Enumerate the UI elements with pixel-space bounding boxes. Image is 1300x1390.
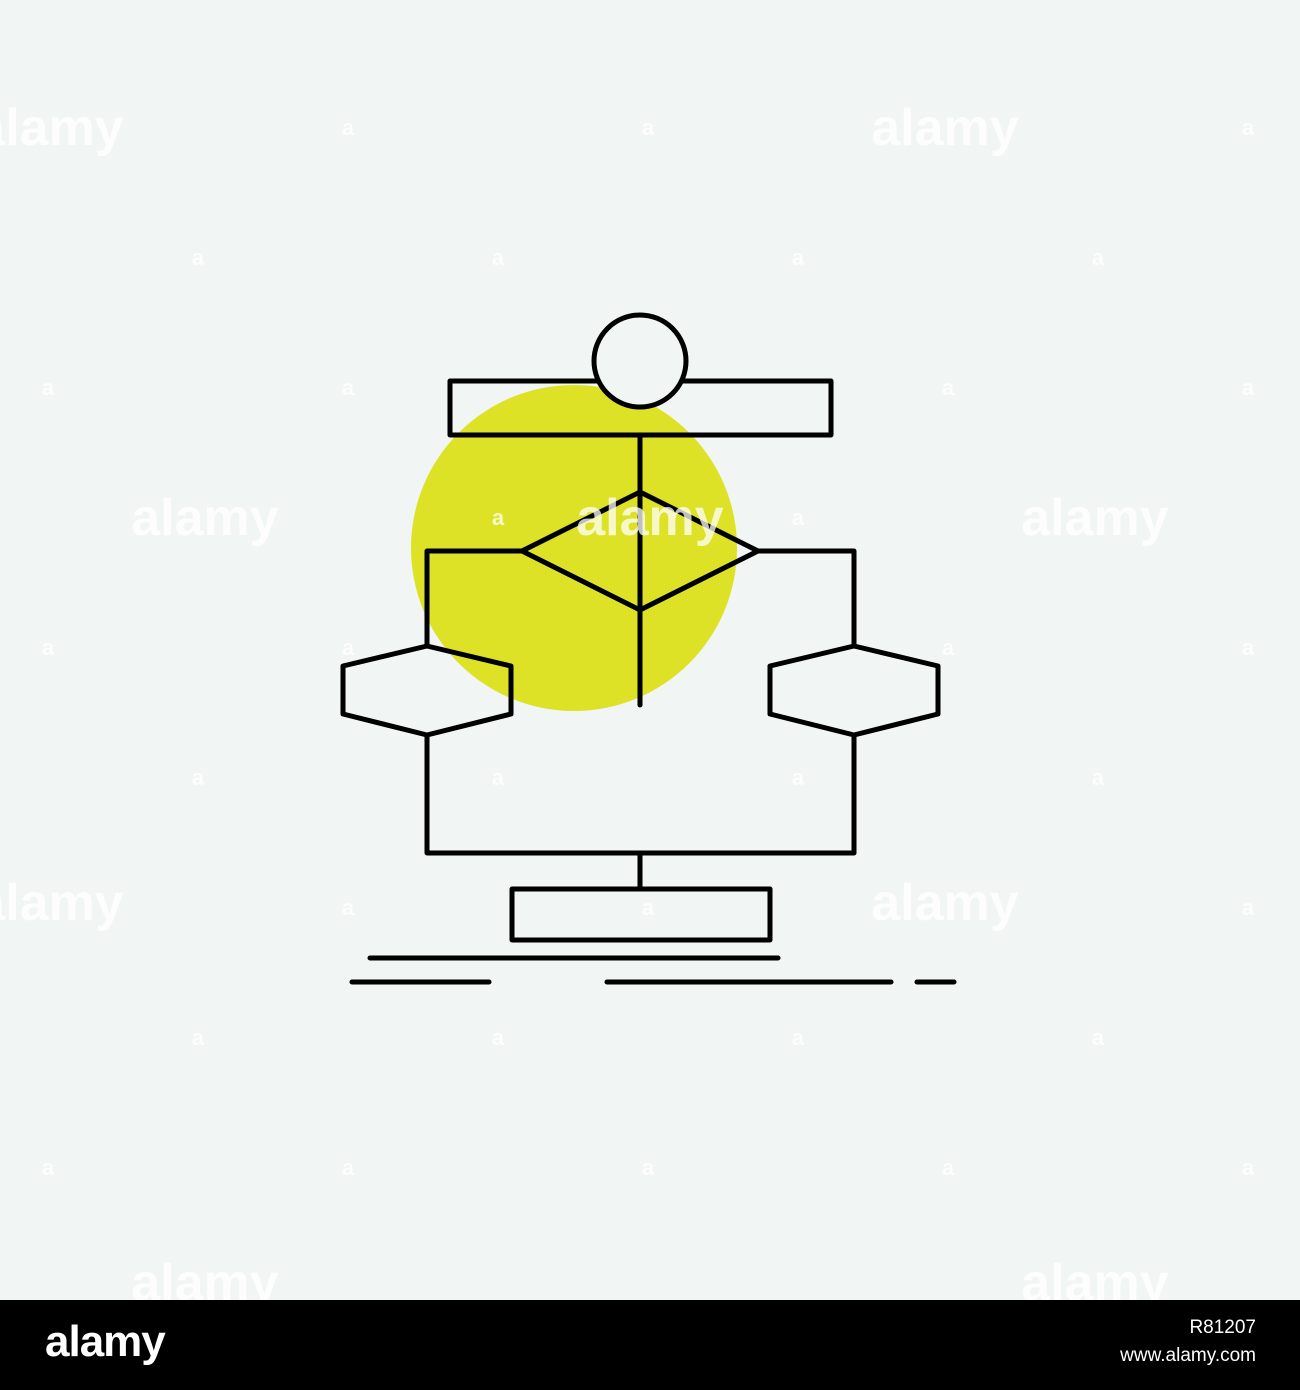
site-url: www.alamy.com — [1120, 1345, 1256, 1366]
left-hexagon — [340, 643, 514, 738]
watermark-text: alamy — [0, 99, 124, 157]
watermark-text: alamy — [871, 99, 1019, 157]
watermark-mark: a — [1242, 115, 1255, 140]
watermark-mark: a — [342, 1155, 355, 1180]
watermark-mark: a — [942, 635, 955, 660]
right-branch-connector — [755, 548, 857, 649]
image-id: R81207 — [1189, 1317, 1256, 1338]
footer-meta: R81207 www.alamy.com — [1120, 1314, 1256, 1370]
algorithm-flowchart-icon — [340, 312, 957, 985]
watermark-text: alamy — [576, 489, 724, 547]
watermark-mark: a — [492, 1025, 505, 1050]
watermark-text: alamy — [131, 1254, 279, 1300]
watermark-text: alamy — [131, 489, 279, 547]
watermark-text: alamy — [871, 874, 1019, 932]
flowchart-illustration: alamy alamy alamy alamy alamy alamy alamy alamy… — [0, 99, 1255, 1300]
end-process-box — [509, 886, 773, 943]
watermark-mark: a — [1242, 635, 1255, 660]
watermark-text: alamy — [1021, 489, 1169, 547]
watermark-layer: alamy alamy alamy alamy alamy alamy alamy alamy… — [0, 99, 1255, 1300]
right-hexagon — [767, 643, 941, 738]
watermark-mark: a — [1092, 1025, 1105, 1050]
watermark-mark: a — [1242, 895, 1255, 920]
watermark-mark: a — [492, 765, 505, 790]
watermark-mark: a — [192, 245, 205, 270]
watermark-mark: a — [792, 1025, 805, 1050]
watermark-mark: a — [192, 765, 205, 790]
watermark-mark: a — [1092, 245, 1105, 270]
start-circle — [591, 312, 689, 410]
watermark-mark: a — [942, 1155, 955, 1180]
watermark-mark: a — [42, 1155, 55, 1180]
watermark-mark: a — [342, 635, 355, 660]
watermark-mark: a — [492, 245, 505, 270]
watermark-mark: a — [42, 375, 55, 400]
footer-logo: alamy — [45, 1317, 166, 1366]
watermark-text: alamy — [1021, 1254, 1169, 1300]
left-branch-connector — [424, 548, 525, 649]
footer-bar: alamy R81207 www.alamy.com — [0, 1300, 1300, 1390]
watermark-mark: a — [792, 765, 805, 790]
watermark-text: alamy — [0, 874, 124, 932]
watermark-mark: a — [192, 1025, 205, 1050]
watermark-mark: a — [1242, 375, 1255, 400]
watermark-mark: a — [42, 635, 55, 660]
watermark-mark: a — [342, 375, 355, 400]
watermark-mark: a — [942, 375, 955, 400]
merge-connector — [424, 732, 857, 856]
watermark-mark: a — [792, 245, 805, 270]
watermark-mark: a — [642, 115, 655, 140]
accent-circle — [411, 385, 737, 711]
watermark-mark: a — [342, 895, 355, 920]
watermark-mark: a — [1242, 1155, 1255, 1180]
watermark-mark: a — [342, 115, 355, 140]
watermark-mark: a — [642, 895, 655, 920]
watermark-mark: a — [1092, 765, 1105, 790]
watermark-mark: a — [792, 505, 805, 530]
watermark-mark: a — [642, 1155, 655, 1180]
watermark-mark: a — [492, 505, 505, 530]
